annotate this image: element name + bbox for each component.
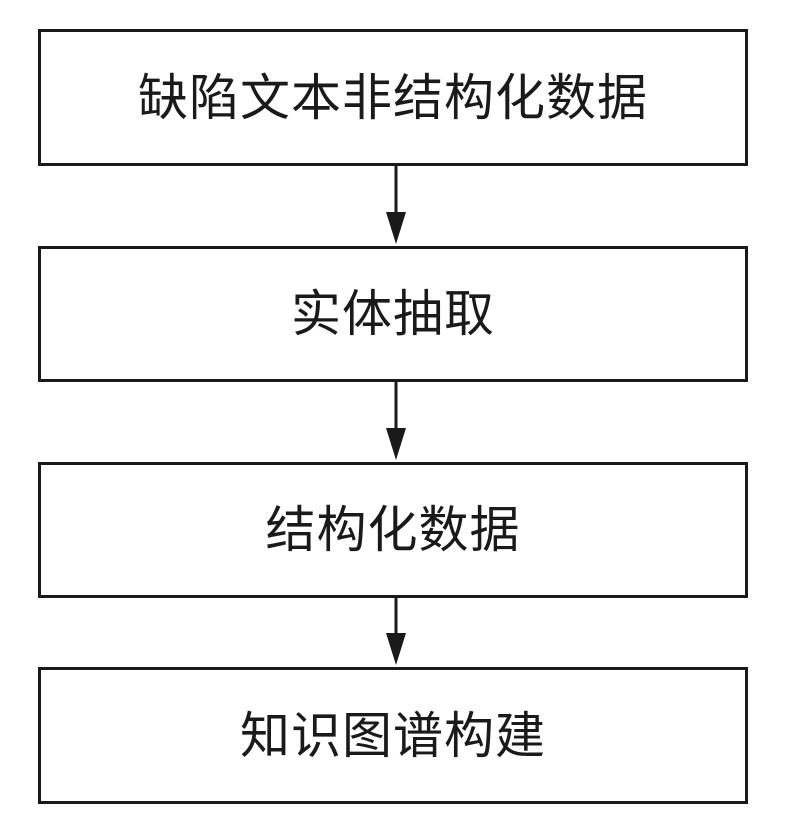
flow-step-knowledge-graph-construction: 知识图谱构建 bbox=[38, 667, 748, 804]
flow-step-label: 结构化数据 bbox=[265, 501, 521, 559]
flow-step-defect-unstructured-text: 缺陷文本非结构化数据 bbox=[38, 29, 748, 166]
arrow-step1-to-step2 bbox=[386, 166, 406, 244]
flow-step-structured-data: 结构化数据 bbox=[38, 462, 748, 598]
flow-step-label: 知识图谱构建 bbox=[240, 706, 546, 765]
arrow-step3-to-step4 bbox=[386, 598, 406, 665]
flow-step-label: 实体抽取 bbox=[291, 285, 495, 343]
arrow-step2-to-step3 bbox=[386, 382, 406, 460]
flow-step-entity-extraction: 实体抽取 bbox=[38, 246, 748, 382]
flow-step-label: 缺陷文本非结构化数据 bbox=[138, 68, 648, 127]
